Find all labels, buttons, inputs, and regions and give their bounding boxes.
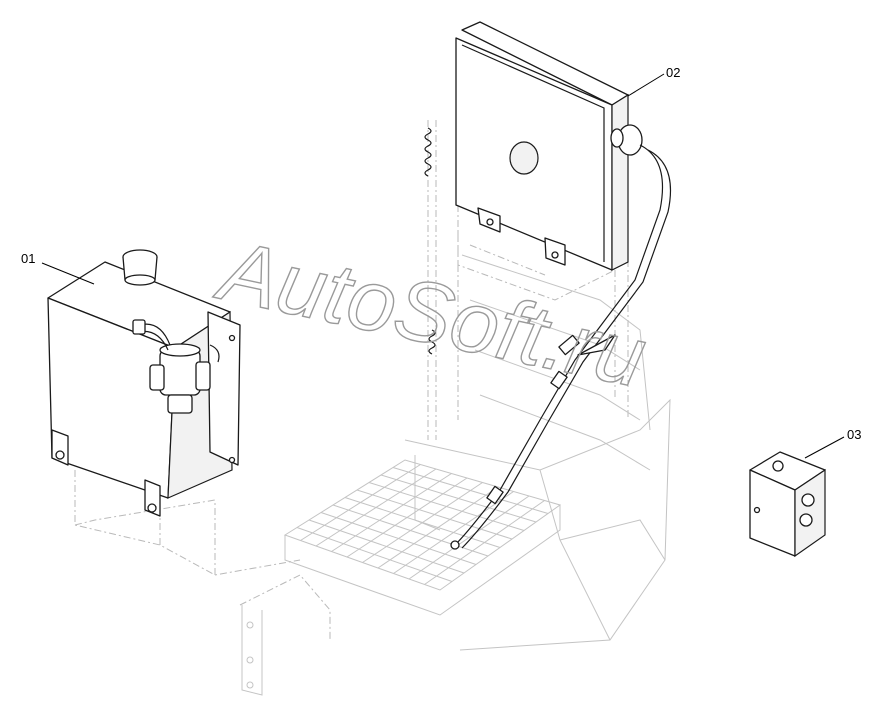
grate-bar: [380, 474, 537, 523]
grate-bar: [408, 495, 530, 580]
grate-bar: [368, 482, 525, 531]
grate-bar: [362, 482, 483, 563]
grate-bar: [393, 491, 514, 574]
callout-03: 03: [847, 427, 862, 442]
grate-bar: [377, 486, 499, 569]
callout-leaders: [41, 73, 845, 459]
grate-bar: [424, 500, 545, 585]
callout-01: 01: [21, 251, 36, 266]
grate-bar: [356, 489, 513, 540]
part-03-switch-box: [749, 451, 826, 558]
callout-02: 02: [666, 65, 681, 80]
grate-bar: [392, 467, 549, 514]
floor-grate: [296, 464, 549, 585]
part-02-heater-unit: [450, 21, 672, 550]
part-01-tank-with-filter: [47, 249, 241, 517]
